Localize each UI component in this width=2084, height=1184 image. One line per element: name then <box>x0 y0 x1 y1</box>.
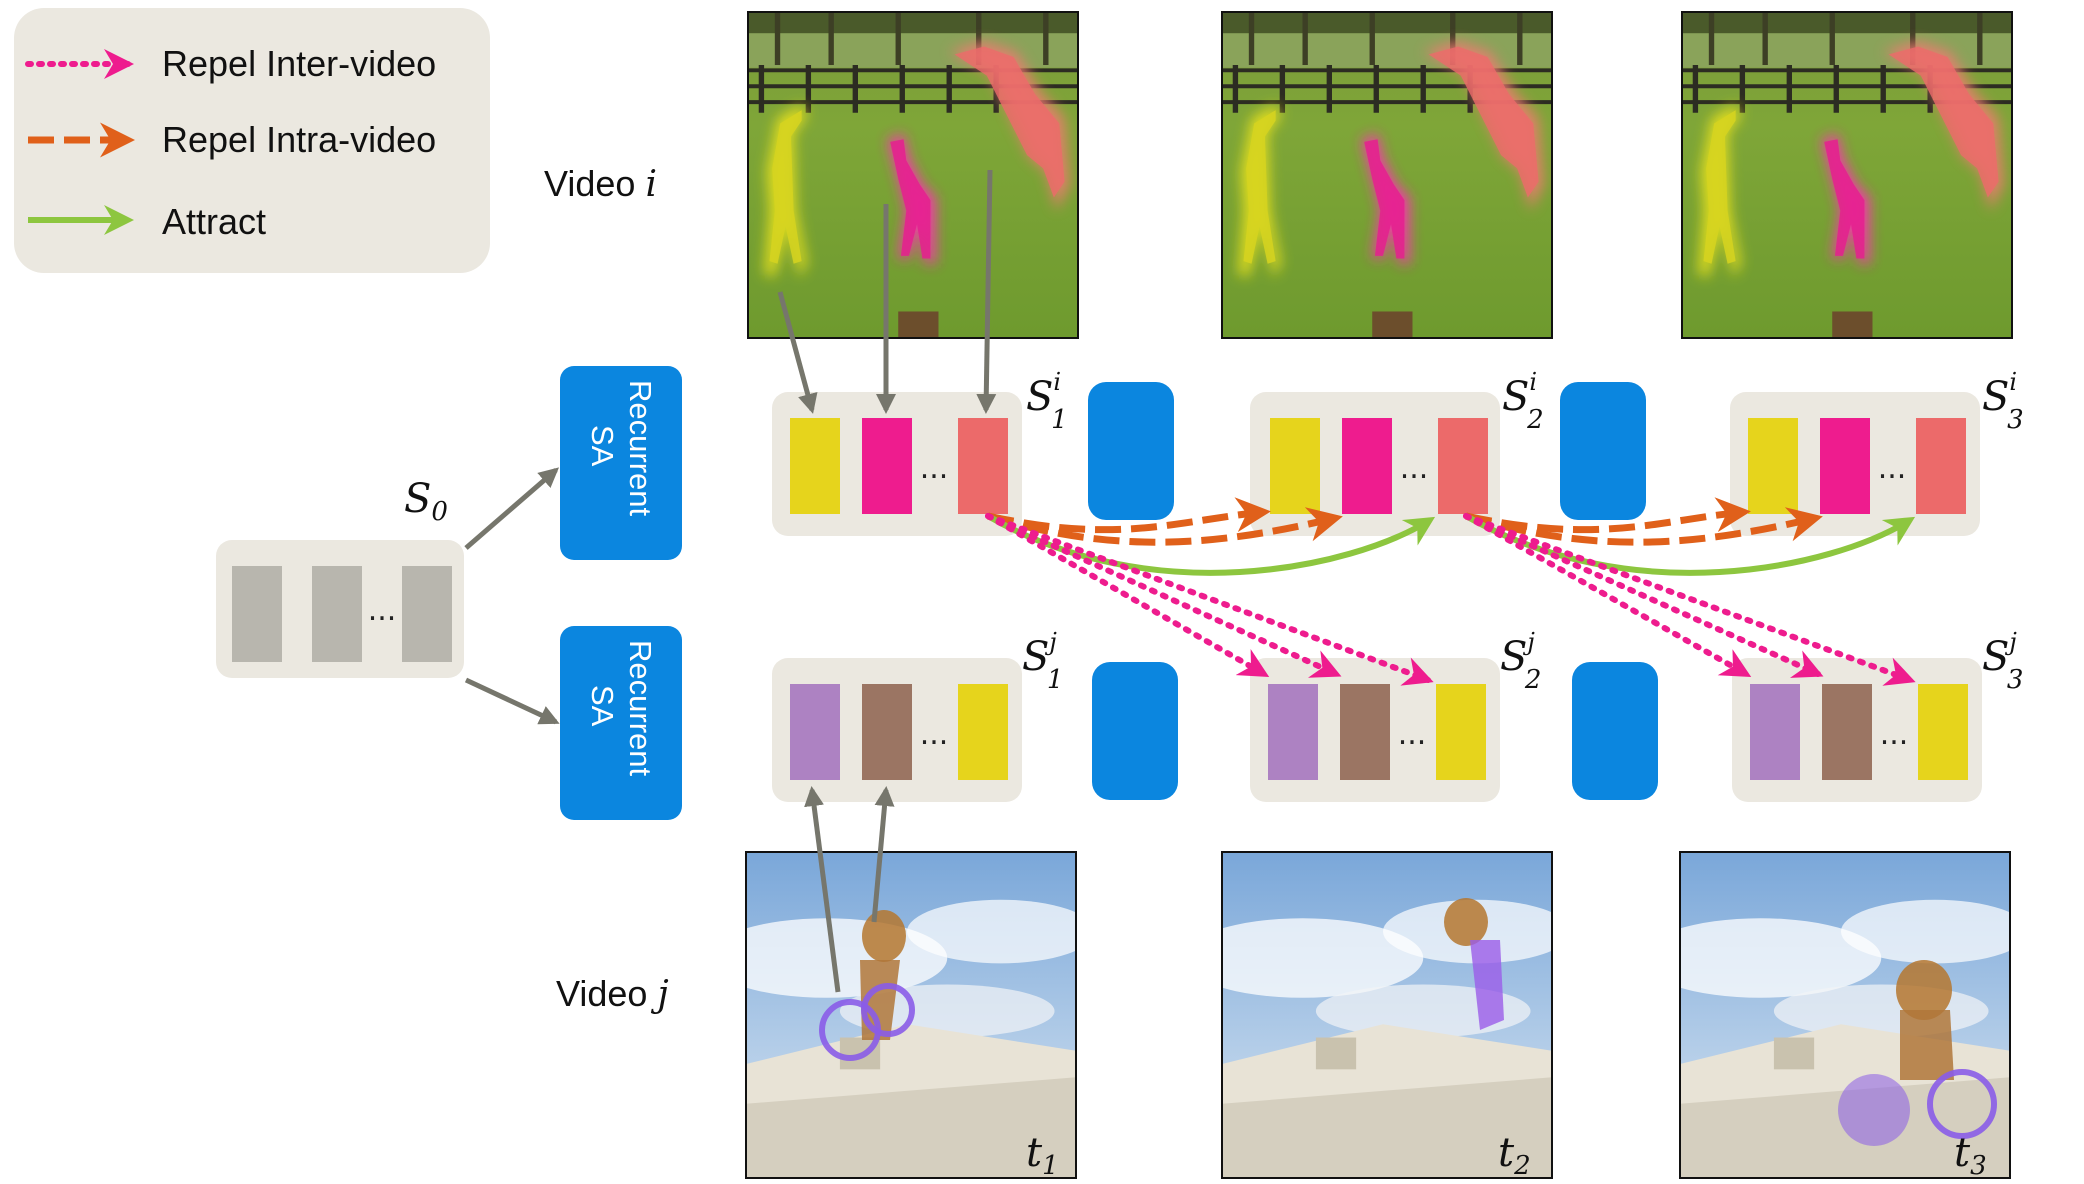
intra-arrow-1b <box>986 507 1343 546</box>
repel-inter-arrows <box>985 513 1916 686</box>
legend-item-inter: Repel Inter-video <box>25 43 436 84</box>
sa-step-j-2 <box>1572 662 1658 800</box>
frame-i-2 <box>1221 11 1553 339</box>
time-label-3: t3 <box>1954 1130 1987 1181</box>
rider-3 <box>1838 960 1997 1146</box>
slot-j2-purple <box>1268 684 1318 780</box>
slot-i3-magenta <box>1820 418 1870 514</box>
video-j-label: Video j <box>556 973 669 1015</box>
recurrent-sa-bottom-line2: SA <box>585 685 620 727</box>
arrow-s0-to-sa-top <box>464 467 560 550</box>
arrow-frame-i-yellow <box>777 291 818 414</box>
sa-step-j-1 <box>1092 662 1178 800</box>
slot-j1-yellow <box>958 684 1008 780</box>
slot-j3-yellow <box>1918 684 1968 780</box>
initial-slot-1 <box>232 566 282 662</box>
video-i-label: Video i <box>544 163 657 205</box>
initial-slots-label: S0 <box>404 476 448 527</box>
rider-1 <box>819 910 915 1061</box>
slot-i3-yellow <box>1748 418 1798 514</box>
arrow-s0-to-sa-bottom <box>464 677 560 725</box>
initial-slots: ... S0 <box>216 476 464 678</box>
slot-j1-purple <box>790 684 840 780</box>
arrow-frame-j-brown <box>871 786 895 923</box>
intra-arrow-2b <box>1464 507 1823 546</box>
recurrent-sa-top-line2: SA <box>585 425 620 467</box>
legend-item-attract: Attract <box>28 201 266 242</box>
inter-arrow-1a <box>985 513 1270 677</box>
slots-i3-ellipsis: ... <box>1878 451 1907 486</box>
slot-j3-brown <box>1822 684 1872 780</box>
repel-intra-arrows <box>986 497 1823 546</box>
intra-arrow-1a <box>987 497 1271 534</box>
slot-i1-salmon <box>958 418 1008 514</box>
slot-i3-salmon <box>1916 418 1966 514</box>
slots-j2-ellipsis: ... <box>1398 717 1427 752</box>
legend-attract-label: Attract <box>162 201 266 242</box>
frame-i-3 <box>1681 11 2013 339</box>
legend-inter-label: Repel Inter-video <box>162 43 436 84</box>
sa-step-i-2 <box>1560 382 1646 520</box>
time-label-2: t2 <box>1498 1130 1531 1181</box>
recurrent-sa-top-line1: Recurrent <box>623 380 658 516</box>
inter-arrow-1b <box>985 513 1342 678</box>
sa-step-i-1 <box>1088 382 1174 520</box>
frame-j-3: t3 <box>1679 851 2011 1181</box>
intra-arrow-2a <box>1465 497 1751 534</box>
initial-slot-2 <box>312 566 362 662</box>
frame-i-1 <box>747 11 1079 339</box>
frame-j-2: t2 <box>1221 851 1553 1181</box>
slot-i2-salmon <box>1438 418 1488 514</box>
slots-i1-ellipsis: ... <box>920 451 949 486</box>
rider-2 <box>1444 898 1504 1030</box>
initial-slot-3 <box>402 566 452 662</box>
inter-arrow-2b <box>1463 513 1824 678</box>
slot-j3-purple <box>1750 684 1800 780</box>
recurrent-sa-top: Recurrent SA <box>560 366 682 560</box>
legend: Repel Inter-video Repel Intra-video Attr… <box>14 8 490 273</box>
recurrent-sa-bottom: Recurrent SA <box>560 626 682 820</box>
legend-item-intra: Repel Intra-video <box>28 119 436 160</box>
slots-i2-ellipsis: ... <box>1400 451 1429 486</box>
frame-j-1: t1 <box>745 851 1077 1181</box>
frame-to-slot-arrows <box>777 169 997 993</box>
time-label-1: t1 <box>1026 1130 1059 1181</box>
arrow-frame-j-purple <box>804 786 841 993</box>
initial-slots-ellipsis: ... <box>368 593 397 628</box>
slots-j3-ellipsis: ... <box>1880 717 1909 752</box>
slot-i2-magenta <box>1342 418 1392 514</box>
arrow-frame-i-salmon <box>976 169 997 414</box>
slot-i1-yellow <box>790 418 840 514</box>
slot-j2-yellow <box>1436 684 1486 780</box>
slot-i2-yellow <box>1270 418 1320 514</box>
slots-j1-ellipsis: ... <box>920 717 949 752</box>
slot-j2-brown <box>1340 684 1390 780</box>
legend-intra-label: Repel Intra-video <box>162 119 436 160</box>
inter-arrow-2c <box>1463 513 1916 686</box>
slot-j1-brown <box>862 684 912 780</box>
recurrent-sa-bottom-line1: Recurrent <box>623 640 658 776</box>
slot-i1-magenta <box>862 418 912 514</box>
inter-arrow-2a <box>1463 513 1752 677</box>
